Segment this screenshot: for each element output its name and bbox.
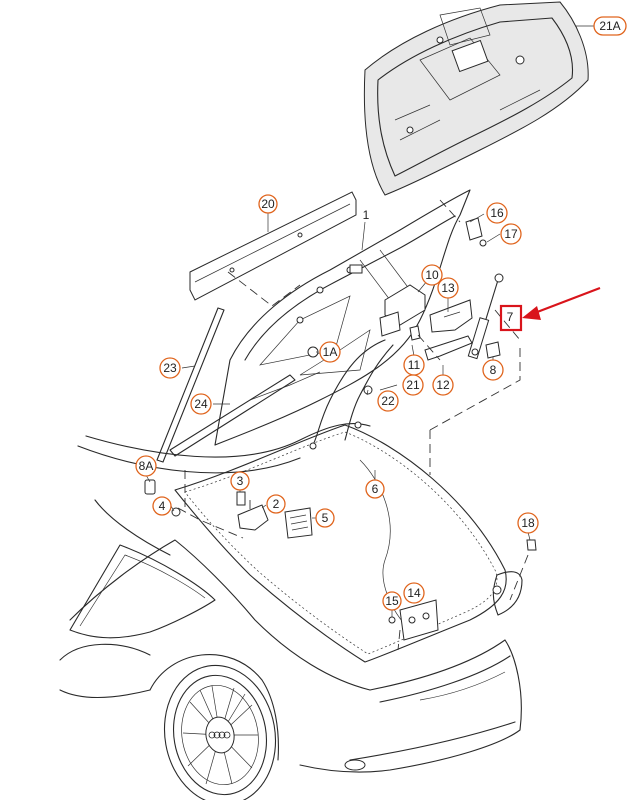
svg-text:24: 24 [194,397,208,411]
callout-3: 3 [230,471,250,491]
callout-21a: 21A [593,16,627,36]
svg-text:1: 1 [363,208,370,222]
highlight-part-7 [499,286,601,332]
four-rings-logo [208,731,231,739]
callout-18: 18 [517,512,539,534]
svg-text:14: 14 [407,586,421,600]
callout-1a: 1A [319,341,341,363]
callout-8a: 8A [135,455,157,477]
svg-text:21: 21 [406,378,420,392]
svg-text:18: 18 [521,516,535,530]
svg-text:11: 11 [408,358,421,372]
callout-24: 24 [190,393,212,415]
trim-strip [189,191,357,301]
svg-text:13: 13 [441,281,455,295]
svg-text:7: 7 [507,310,514,324]
assembly-lines [177,199,529,651]
tailgate-trim-panel [363,1,589,196]
red-arrow-shaft [531,286,601,316]
callout-10: 10 [421,264,443,286]
svg-text:16: 16 [490,206,504,220]
svg-text:1A: 1A [323,345,338,359]
gas-strut [467,273,504,360]
callout-6: 6 [365,479,385,499]
callout-22: 22 [377,390,399,412]
callout-2: 2 [266,494,286,514]
svg-text:21A: 21A [599,19,620,33]
svg-text:10: 10 [425,268,439,282]
callout-7: 7 [507,310,514,324]
highlight-box [499,304,523,332]
callout-4: 4 [152,496,172,516]
svg-text:3: 3 [237,474,244,488]
callout-15: 15 [382,591,402,611]
callout-1: 1 [363,208,370,222]
rear-wheel [163,664,277,800]
car-body [59,423,523,773]
callouts: 21A 20 1 16 17 10 13 7 1A [135,16,627,611]
lock-assembly [379,284,473,337]
svg-text:2: 2 [273,497,280,511]
callout-5: 5 [315,508,335,528]
svg-text:5: 5 [322,511,329,525]
callout-12: 12 [432,374,454,396]
callout-21: 21 [402,374,424,396]
small-parts [144,217,537,641]
cables [309,339,394,450]
svg-text:22: 22 [381,394,395,408]
red-arrow-head [522,306,541,320]
callout-11: 11 [403,354,425,376]
svg-text:15: 15 [385,594,399,608]
callout-23: 23 [159,357,181,379]
svg-text:23: 23 [163,361,177,375]
callout-13: 13 [437,277,459,299]
svg-text:17: 17 [504,227,518,241]
callout-14: 14 [403,582,425,604]
svg-text:8: 8 [490,363,497,377]
svg-text:8A: 8A [139,459,154,473]
callout-17: 17 [500,223,522,245]
svg-text:4: 4 [159,499,166,513]
callout-8: 8 [482,359,504,381]
seal-strips [156,307,296,463]
svg-text:12: 12 [436,378,450,392]
svg-text:20: 20 [261,197,275,211]
callout-20: 20 [258,194,278,214]
svg-text:6: 6 [372,482,379,496]
callout-16: 16 [486,202,508,224]
